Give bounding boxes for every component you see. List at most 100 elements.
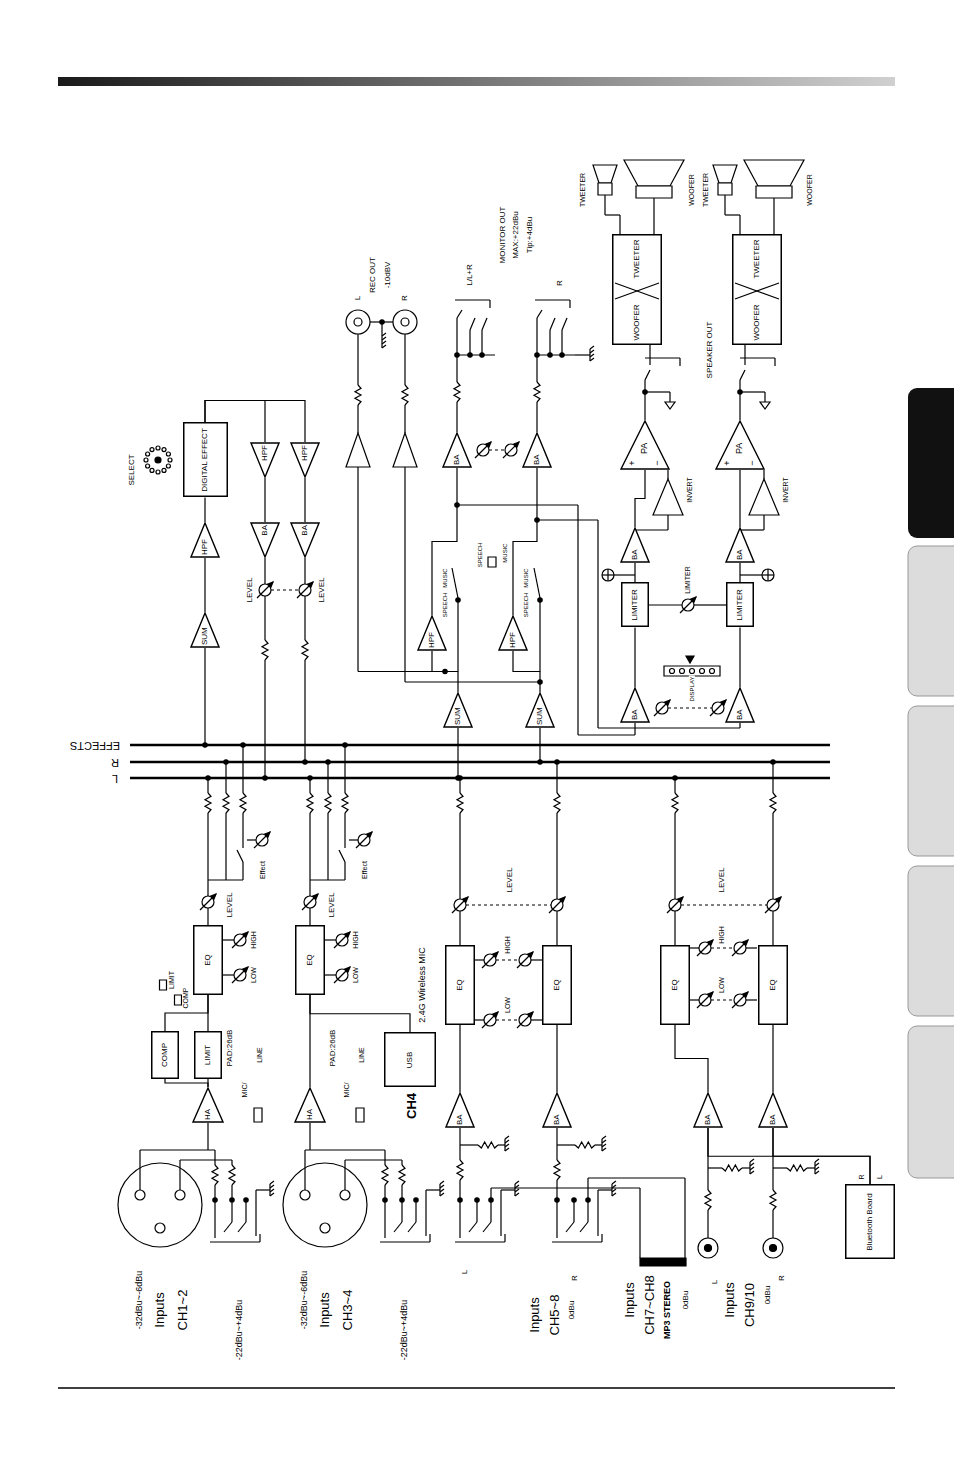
wire	[556, 1200, 557, 1238]
wire	[460, 1144, 478, 1145]
resistor-symbol	[325, 793, 331, 813]
wire	[739, 723, 740, 728]
resistor-symbol	[457, 1160, 463, 1180]
wire	[382, 341, 386, 344]
section-tab	[908, 866, 954, 1016]
wire	[536, 402, 537, 432]
box-symbol	[175, 995, 182, 1005]
wire	[573, 1200, 574, 1222]
wire	[496, 1019, 519, 1020]
junction-dot	[535, 353, 539, 357]
arrow-head	[493, 952, 498, 957]
wire	[440, 1185, 444, 1188]
wire	[394, 1222, 402, 1232]
resistor-symbol	[402, 385, 408, 405]
arrow-head	[268, 582, 273, 587]
junction-dot	[572, 1198, 576, 1202]
wire	[214, 1200, 215, 1238]
wire	[357, 405, 358, 433]
wire	[381, 322, 382, 336]
signal-wire	[635, 470, 645, 527]
wire	[404, 405, 405, 433]
wire	[231, 1160, 232, 1165]
wire	[344, 813, 345, 848]
wire	[517, 1012, 533, 1028]
signal-label: CH4	[405, 1092, 419, 1120]
signal-label: MUSIC	[523, 567, 529, 588]
box-symbol	[664, 666, 720, 676]
signal-wire	[304, 478, 305, 522]
signal-wire	[459, 1025, 460, 1092]
wire	[382, 337, 386, 340]
node-text: HPF	[261, 445, 270, 461]
select-position	[144, 458, 148, 462]
junction-dot	[456, 598, 460, 602]
wire	[634, 723, 635, 735]
signal-label: CH1~2	[176, 1289, 190, 1332]
wire	[649, 345, 650, 365]
wire	[476, 1200, 477, 1222]
xlr-connector	[118, 1163, 202, 1247]
amplifier-triangle: HPF	[290, 442, 320, 478]
wire	[537, 310, 542, 318]
wire	[740, 529, 764, 530]
woofer-cone	[624, 160, 684, 186]
wire	[456, 402, 457, 432]
text-holder: SUM	[525, 692, 555, 728]
resistor-symbol	[478, 1142, 498, 1148]
wire	[612, 1181, 616, 1184]
node-text: SUM	[201, 627, 210, 645]
signal-label: LINE	[256, 1046, 263, 1064]
node-text: HPF	[509, 632, 518, 648]
junction-dot	[475, 1198, 479, 1202]
signal-label: TWEETER	[579, 172, 586, 208]
wire	[297, 582, 313, 598]
wire	[765, 897, 781, 913]
resistor-symbol	[205, 793, 211, 813]
wire	[401, 1200, 402, 1222]
junction-dot	[480, 353, 484, 357]
wire	[429, 1234, 430, 1242]
signal-label: CH7~CH8	[643, 1274, 657, 1336]
signal-label: -32dBu~-6dBu	[135, 1270, 144, 1330]
wire	[740, 574, 762, 575]
amplifier-triangle: BA	[542, 1092, 572, 1128]
amplifier-triangle: BA	[620, 527, 650, 563]
signal-label: HIGH	[718, 925, 725, 945]
select-position	[150, 448, 154, 452]
display-arrow	[686, 656, 694, 663]
text-holder: BA	[620, 687, 650, 723]
node-text: BA	[736, 549, 745, 560]
signal-label: 0dBu	[764, 1285, 772, 1306]
signal-label: HIGH	[250, 930, 257, 950]
resistor-symbol	[457, 793, 463, 813]
wire	[357, 334, 358, 385]
signal-label: -22dBu~+4dBu	[400, 1299, 409, 1362]
wire	[225, 813, 226, 880]
wire	[550, 318, 555, 330]
signal-label: R	[401, 294, 409, 302]
wire	[557, 1144, 575, 1145]
tweeter-horn	[593, 165, 617, 183]
wire	[232, 932, 248, 948]
junction-dot	[555, 760, 559, 764]
wire	[440, 1181, 444, 1184]
wire	[750, 1167, 754, 1170]
wire	[254, 832, 270, 848]
resistor-symbol	[554, 793, 560, 813]
wire	[242, 862, 243, 880]
signal-label: HIGH	[504, 935, 511, 955]
arrow-head	[776, 897, 781, 902]
process-box: LIMITER	[726, 583, 754, 628]
signal-wire	[204, 498, 205, 523]
wire	[750, 1171, 754, 1174]
text-holder: BA	[693, 1092, 723, 1128]
wire	[612, 1189, 616, 1192]
signal-wire	[773, 1128, 870, 1185]
wire	[711, 999, 734, 1000]
wire	[304, 558, 305, 584]
node-text: LIMITER	[631, 589, 640, 621]
wire	[815, 1171, 819, 1174]
arrow-head	[345, 967, 350, 972]
wire	[237, 850, 243, 862]
